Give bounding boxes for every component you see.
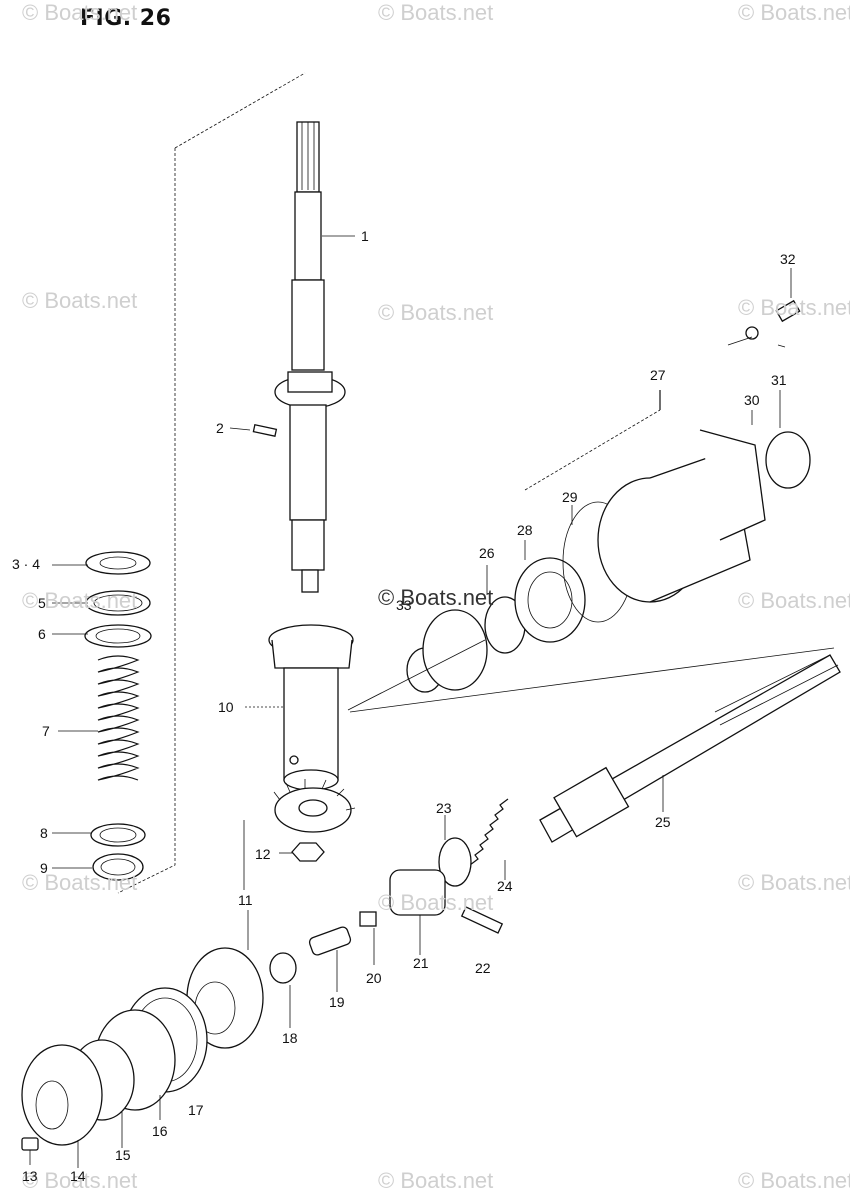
nut <box>291 842 325 862</box>
callout-32: 32 <box>780 251 796 267</box>
callout-1: 1 <box>361 228 369 244</box>
spring <box>469 798 509 866</box>
callout-15: 15 <box>115 1147 131 1163</box>
drive-shaft <box>274 121 346 593</box>
callout-11: 11 <box>238 892 253 908</box>
callout-31: 31 <box>771 372 787 388</box>
callout-13: 13 <box>22 1168 38 1184</box>
callout-18: 18 <box>282 1030 298 1046</box>
watermark: © Boats.net <box>22 588 138 613</box>
callout-6: 6 <box>38 626 46 642</box>
callout-10: 10 <box>218 699 234 715</box>
callout-25: 25 <box>655 814 671 830</box>
watermark: © Boats.net <box>738 870 850 895</box>
callout-27: 27 <box>650 367 666 383</box>
watermark: © Boats.net <box>378 0 494 25</box>
washer-spring-stack <box>84 551 152 881</box>
callout-23: 23 <box>436 800 452 816</box>
callout-33: 33 <box>396 597 412 613</box>
watermark: © Boats.net <box>378 890 494 915</box>
callout-12: 12 <box>255 846 271 862</box>
figure-title: FIG. 26 <box>80 6 172 31</box>
callout-17: 17 <box>188 1102 204 1118</box>
forward-gear-assembly <box>406 299 811 693</box>
callout-24: 24 <box>497 878 513 894</box>
callout-28: 28 <box>517 522 533 538</box>
callout-26: 26 <box>479 545 495 561</box>
callout-5: 5 <box>38 595 46 611</box>
callout-14: 14 <box>70 1168 86 1184</box>
callout-30: 30 <box>744 392 760 408</box>
bearing-housing <box>268 624 354 791</box>
watermark: © Boats.net <box>22 870 138 895</box>
clutch <box>389 869 446 916</box>
watermark: © Boats.net <box>738 588 850 613</box>
callout-8: 8 <box>40 825 48 841</box>
watermark: © Boats.net <box>22 0 138 25</box>
watermark: © Boats.net <box>22 1168 138 1193</box>
propeller-shaft <box>539 654 841 843</box>
watermark: © Boats.net <box>378 585 494 610</box>
callout-2: 2 <box>216 420 224 436</box>
watermark: © Boats.net <box>738 0 850 25</box>
callout-7: 7 <box>42 723 50 739</box>
callout-21: 21 <box>413 955 429 971</box>
callout-29: 29 <box>562 489 578 505</box>
watermark: © Boats.net <box>738 295 850 320</box>
pin <box>252 424 278 437</box>
pinion-gear <box>273 779 356 833</box>
watermark: © Boats.net <box>22 288 138 313</box>
reverse-gear-assembly <box>21 947 264 1151</box>
callout-22: 22 <box>475 960 491 976</box>
watermark: © Boats.net <box>378 1168 494 1193</box>
callout-19: 19 <box>329 994 345 1010</box>
callout-20: 20 <box>366 970 382 986</box>
callout-3-4: 3 · 4 <box>12 556 41 572</box>
watermark: © Boats.net <box>738 1168 850 1193</box>
callout-16: 16 <box>152 1123 168 1139</box>
callout-9: 9 <box>40 860 48 876</box>
watermark: © Boats.net <box>378 300 494 325</box>
